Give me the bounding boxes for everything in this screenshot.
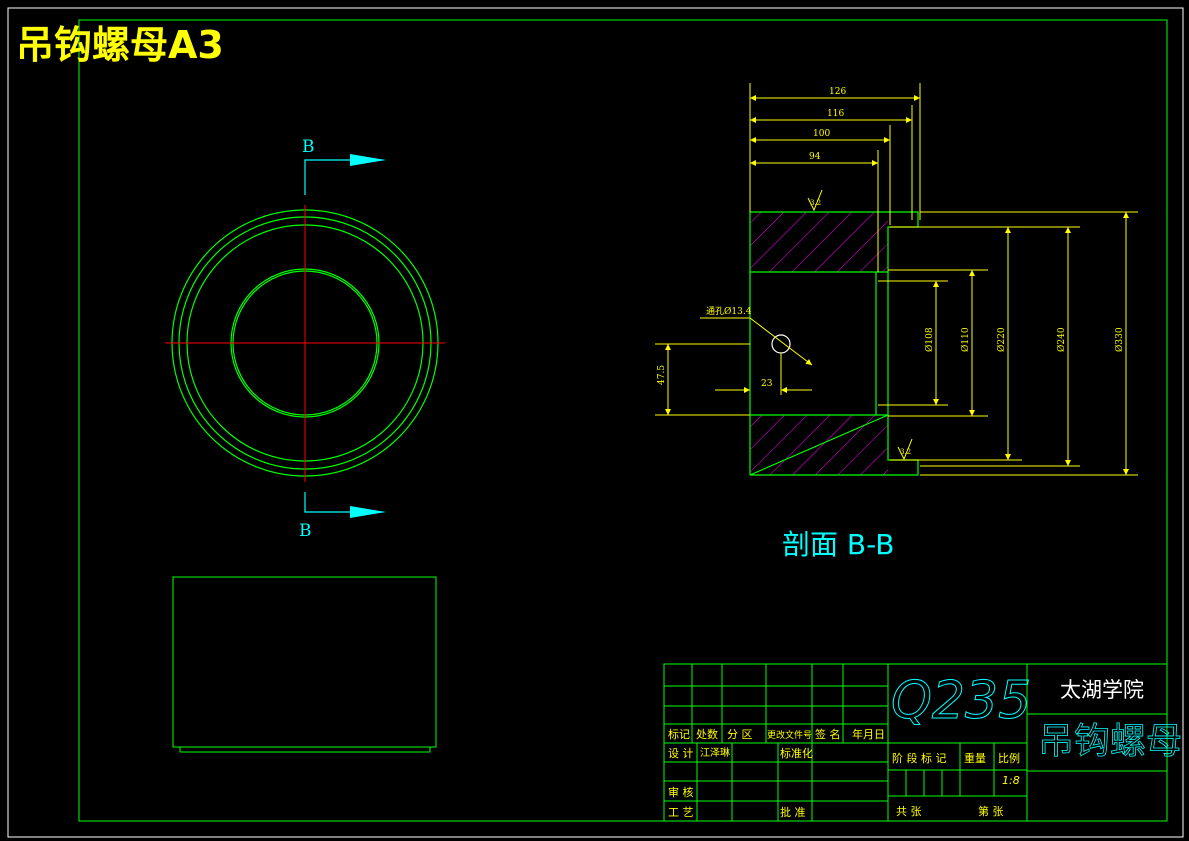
dim-phi220: Ø220 [996,327,1007,352]
weight-label: 重量 [964,751,986,765]
section-mark-top: B [302,137,315,157]
standardize-label: 标准化 [780,746,813,760]
dimension-lines [655,83,1138,476]
dimension-texts: 126 116 100 94 通孔Ø13.4 47.5 23 Ø108 Ø110… [657,87,1125,456]
dim-116: 116 [827,109,844,119]
design-label: 设 计 [668,747,694,760]
approve-label: 批 准 [780,805,806,819]
material: Q235 [891,671,1031,731]
header-date: 年月日 [852,727,885,741]
dim-phi240: Ø240 [1056,327,1067,352]
header-docno: 更改文件号 [767,729,812,741]
total-sheets: 共 张 [896,805,922,818]
part-name: 吊钩螺母 [1038,721,1182,762]
dim-47-5: 47.5 [657,365,667,385]
dim-126: 126 [829,87,846,97]
dim-23: 23 [761,379,773,389]
drawing-title: 吊钩螺母A3 [16,23,224,67]
stage-mark-label: 阶 段 标 记 [892,751,947,765]
drawing-frame [78,19,1168,822]
section-mark-bottom: B [299,521,312,541]
top-view-box [172,576,437,753]
header-count: 处数 [696,728,718,741]
scale-value: 1:8 [1002,774,1020,787]
dim-through-hole: 通孔Ø13.4 [706,306,752,317]
roughness-top: 3.2 [810,199,821,207]
designer-name: 江泽琳 [700,747,730,759]
header-zone: 分 区 [727,728,753,741]
dim-94: 94 [809,152,821,162]
front-view [165,205,445,482]
review-label: 审 核 [668,785,694,799]
dim-phi330: Ø330 [1114,327,1125,352]
title-block-texts: Q235 太湖学院 吊钩螺母 标记 处数 分 区 更改文件号 签 名 年月日 设… [668,671,1182,820]
roughness-bottom: 3.2 [900,448,911,456]
scale-label: 比例 [998,751,1020,765]
section-view [749,211,919,476]
section-cut-marks: B B [299,137,386,541]
dim-phi110: Ø110 [960,327,971,352]
dim-100: 100 [813,129,830,139]
process-label: 工 艺 [668,806,694,819]
sheet-number: 第 张 [978,804,1004,818]
header-sign: 签 名 [815,727,841,741]
section-title: 剖面 B-B [782,528,894,561]
dim-phi108: Ø108 [924,327,935,352]
outer-border [7,7,1184,838]
school-name: 太湖学院 [1060,678,1144,702]
header-mark: 标记 [668,727,690,741]
title-block [663,663,1168,822]
